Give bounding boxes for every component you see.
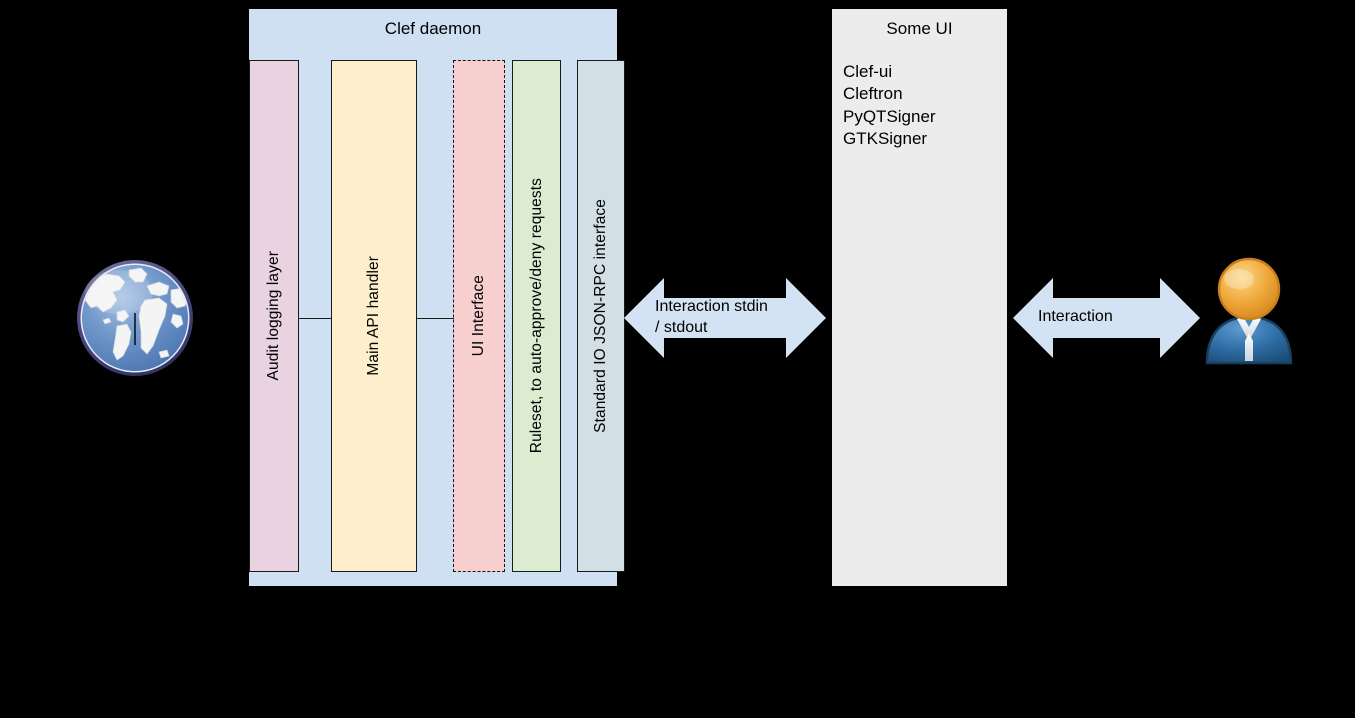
layer-main-api-handler-label: Main API handler — [365, 256, 383, 376]
layer-ruleset-label: Ruleset, to auto-approve/deny requests — [527, 178, 545, 454]
list-item: Cleftron — [843, 84, 903, 104]
some-ui-panel — [832, 9, 1007, 586]
clef-daemon-title: Clef daemon — [384, 19, 482, 38]
connector-audit-to-api — [298, 318, 332, 320]
clef-daemon-container — [249, 9, 617, 586]
arrow-stdin-stdout — [624, 278, 826, 358]
layer-json-rpc-interface-label: Standard IO JSON-RPC interface — [592, 199, 610, 433]
layer-ui-interface[interactable]: UI Interface — [453, 60, 505, 572]
layer-audit-logging[interactable]: Audit logging layer — [249, 60, 299, 572]
some-ui-title: Some UI — [886, 19, 953, 38]
arrow-interaction-label: Interaction — [1038, 308, 1113, 325]
list-item: GTKSigner — [843, 129, 928, 149]
connector-api-to-ui — [416, 318, 454, 320]
layer-ruleset[interactable]: Ruleset, to auto-approve/deny requests — [512, 60, 561, 572]
some-ui-list: Clef-ui Cleftron PyQTSigner GTKSigner — [843, 61, 1003, 151]
layer-json-rpc-interface[interactable]: Standard IO JSON-RPC interface — [577, 60, 625, 572]
arrow-interaction — [1013, 278, 1200, 358]
globe-icon — [77, 260, 193, 376]
list-item: PyQTSigner — [843, 106, 936, 126]
list-item: Clef-ui — [843, 62, 893, 81]
user-icon — [1205, 257, 1293, 365]
layer-audit-logging-label: Audit logging layer — [265, 251, 283, 381]
arrow-stdin-stdout-label: Interaction stdin / stdout — [655, 298, 768, 336]
layer-main-api-handler[interactable]: Main API handler — [331, 60, 417, 572]
layer-ui-interface-label: UI Interface — [470, 275, 488, 357]
